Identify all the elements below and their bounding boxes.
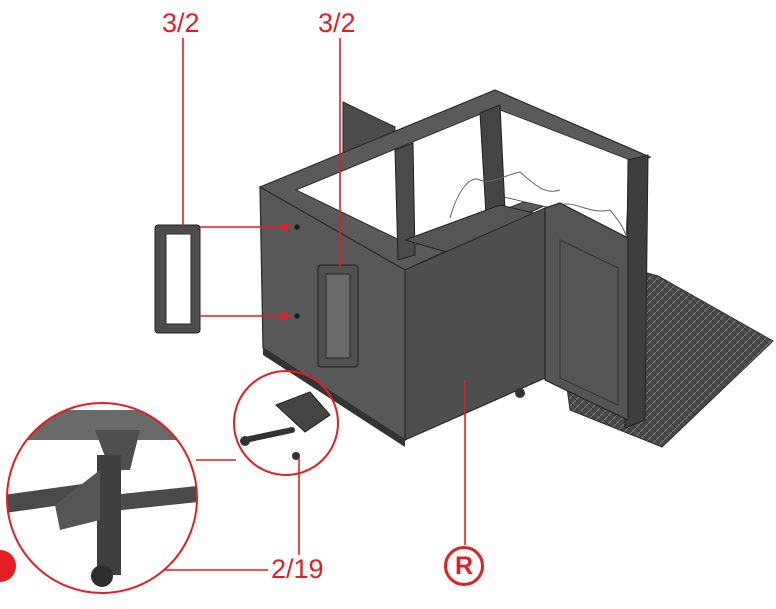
zoom-detail-ring	[6, 402, 198, 594]
corner-step-marker	[0, 550, 16, 582]
part-label-strut: 2/19	[271, 554, 324, 584]
zoom-detail	[6, 402, 198, 594]
mounting-hole-upper	[294, 224, 300, 230]
handle-part	[154, 224, 201, 334]
part-label-handle-right: 3/2	[318, 8, 356, 38]
part-label-r-badge: R	[444, 546, 484, 586]
cabin-body	[240, 89, 652, 460]
support-strut	[240, 388, 525, 460]
arrow-heads	[281, 222, 291, 321]
part-label-handle-left: 3/2	[162, 8, 200, 38]
wall-handle	[317, 264, 359, 368]
mounting-hole-lower	[294, 313, 300, 319]
detail-marker-circle	[233, 370, 339, 476]
